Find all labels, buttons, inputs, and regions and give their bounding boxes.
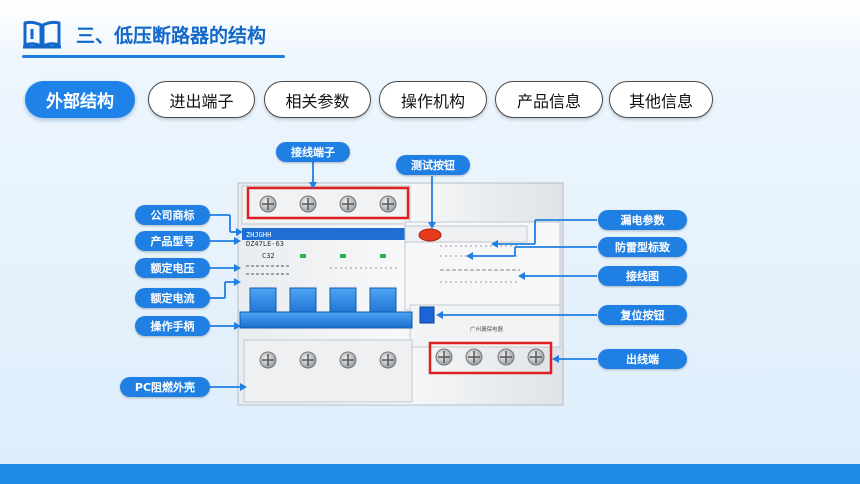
- output-terminal-highlight: [428, 341, 553, 375]
- operating-handles: [239, 287, 413, 329]
- callout-shell: PC阻燃外壳: [120, 377, 210, 397]
- tab-product-info[interactable]: 产品信息: [495, 81, 603, 118]
- page-header: 三、低压断路器的结构: [22, 18, 266, 50]
- tab-external-structure[interactable]: 外部结构: [25, 81, 135, 118]
- tab-mechanism[interactable]: 操作机构: [379, 81, 487, 118]
- tab-terminals[interactable]: 进出端子: [148, 81, 255, 118]
- indicator-dots: [300, 254, 386, 258]
- test-button-shape: [418, 228, 442, 242]
- header-underline: [22, 55, 285, 58]
- callout-wiring-diagram: 接线图: [598, 266, 687, 286]
- tab-parameters[interactable]: 相关参数: [264, 81, 371, 118]
- callout-leakage-params: 漏电参数: [598, 210, 687, 230]
- page-title: 三、低压断路器的结构: [76, 24, 267, 47]
- callout-terminal-out: 出线端: [598, 349, 687, 369]
- callout-test-button: 测试按钮: [396, 155, 470, 175]
- output-terminal-screws: [435, 348, 545, 366]
- callout-rated-voltage: 额定电压: [135, 258, 210, 278]
- breaker-brand-text: ZHJGHH: [246, 231, 271, 239]
- input-terminal-screws: [259, 195, 397, 213]
- breaker-rating-text: C32: [262, 252, 275, 260]
- callout-brand-mark: 公司商标: [135, 205, 210, 225]
- bottom-left-screws: [259, 351, 397, 369]
- footer-bar: [0, 464, 860, 484]
- book-icon: [22, 19, 62, 49]
- breaker-model-text: DZ47LE-63: [246, 240, 284, 248]
- breaker-side-text: 广州漏保电器: [470, 325, 504, 333]
- callout-lightning-model: 防雷型标致: [598, 237, 687, 257]
- callout-terminal-in: 接线端子: [276, 142, 350, 162]
- callout-leader-lines: [210, 162, 597, 391]
- callout-rated-current: 额定电流: [135, 288, 210, 308]
- reset-button-shape: [419, 306, 435, 324]
- tab-other-info[interactable]: 其他信息: [609, 81, 713, 118]
- callout-reset-button: 复位按钮: [598, 305, 687, 325]
- callout-handle: 操作手柄: [135, 316, 210, 336]
- breaker-body: [237, 182, 564, 406]
- callout-model: 产品型号: [135, 231, 210, 251]
- input-terminal-highlight: [246, 186, 410, 220]
